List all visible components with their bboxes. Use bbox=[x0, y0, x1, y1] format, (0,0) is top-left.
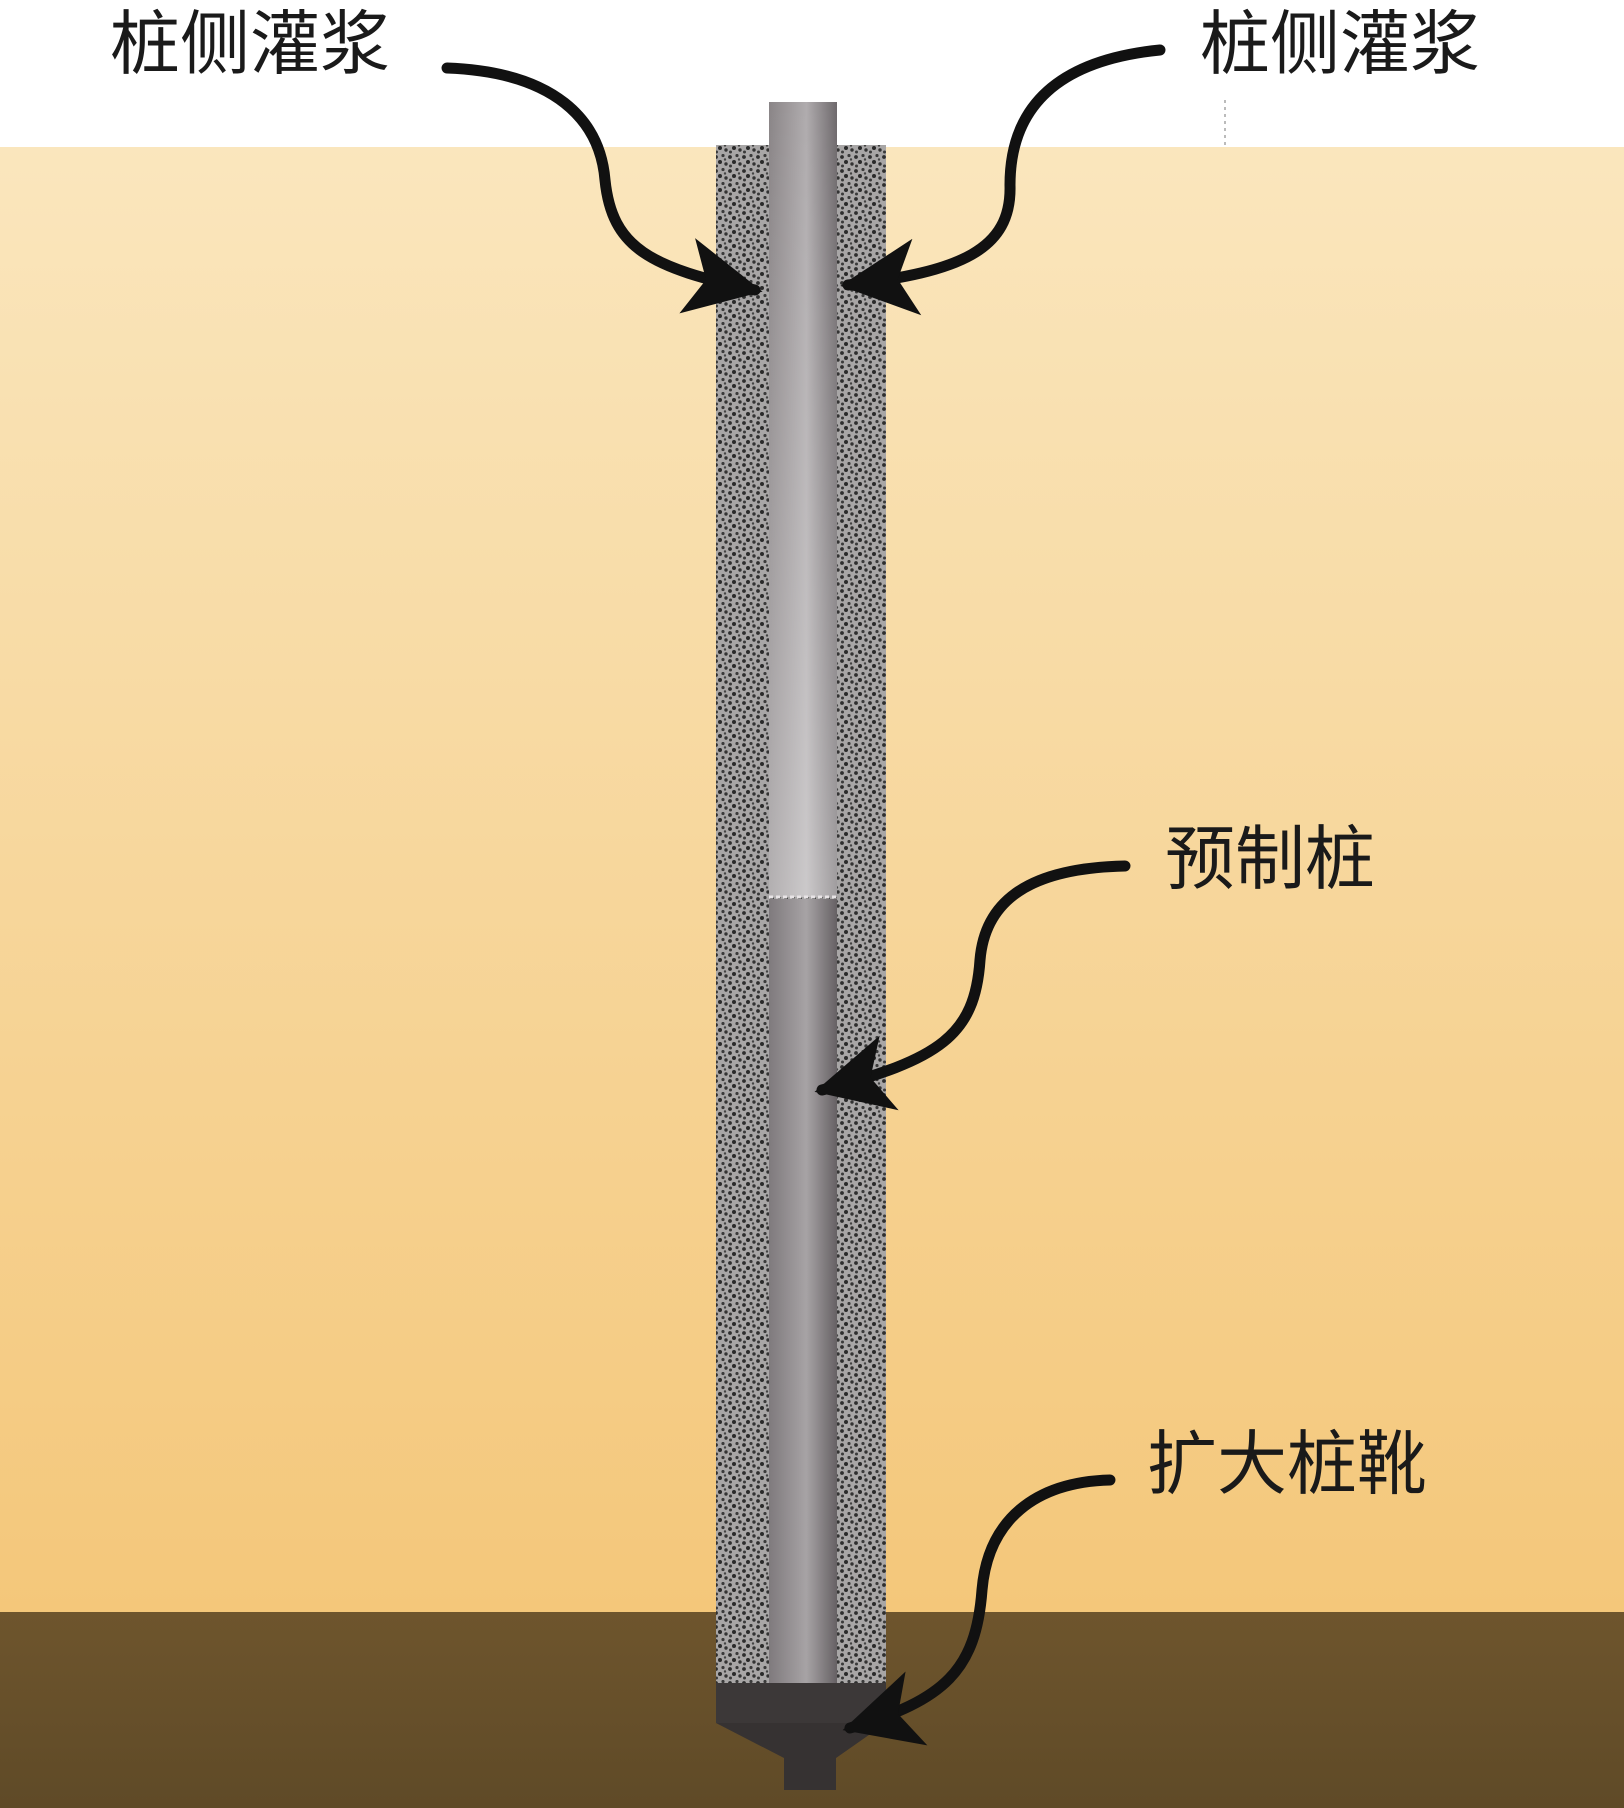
arrow-pile-shoe bbox=[842, 1474, 1116, 1746]
arrow-grout-right bbox=[840, 44, 1166, 316]
pile-lower-section bbox=[769, 899, 837, 1683]
pile-shoe-cap bbox=[716, 1683, 886, 1723]
pile-upper-highlight bbox=[769, 102, 837, 897]
label-precast-pile: 预制桩 bbox=[1165, 818, 1375, 900]
label-grout-left: 桩侧灌浆 bbox=[110, 3, 390, 85]
label-grout-right: 桩侧灌浆 bbox=[1200, 3, 1480, 85]
label-pile-shoe: 扩大桩靴 bbox=[1147, 1423, 1427, 1505]
arrow-precast-pile bbox=[814, 860, 1131, 1111]
arrow-grout-left bbox=[441, 62, 763, 314]
